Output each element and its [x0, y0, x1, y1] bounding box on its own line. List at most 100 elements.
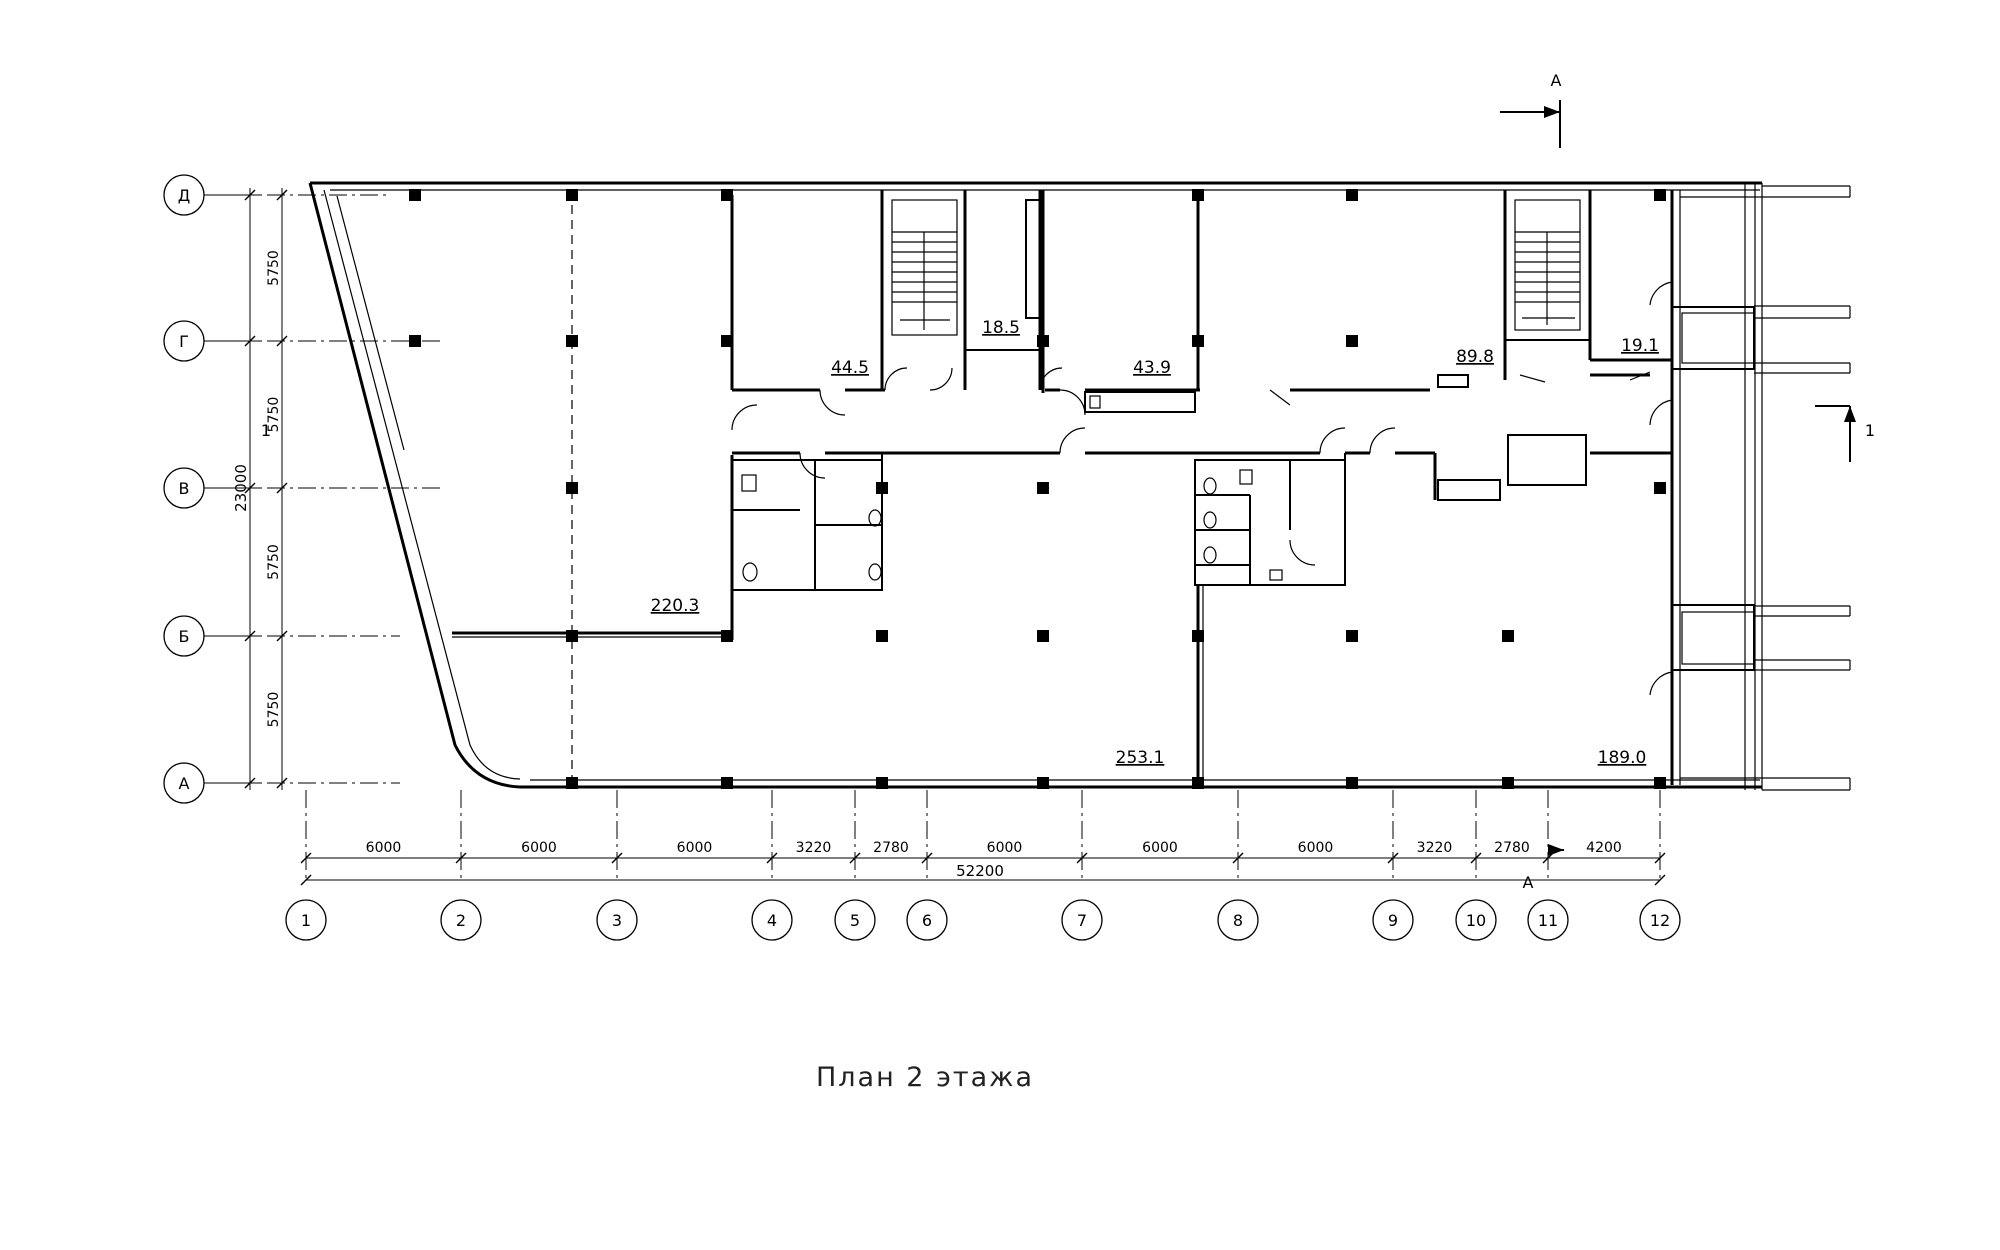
column-axis-label: 5 — [850, 911, 860, 930]
exterior-walls — [308, 181, 1762, 789]
structural-column — [1192, 189, 1204, 201]
column-axis-bubble: 7 — [1061, 899, 1103, 941]
column-axis-bubble: 4 — [751, 899, 793, 941]
row-axis-label: Д — [178, 186, 191, 205]
column-axis-label: 8 — [1233, 911, 1243, 930]
column-axis-bubble: 2 — [440, 899, 482, 941]
total-height-label: 23000 — [232, 464, 250, 512]
dimension-tick — [276, 777, 288, 789]
dimension-tick — [1387, 852, 1399, 864]
row-axis-bubble: Г — [163, 320, 260, 362]
grid-lines — [205, 194, 1661, 880]
bay-dimension-label: 6000 — [521, 840, 557, 856]
vertical-dimension-lines — [249, 188, 283, 790]
row-axis-label: Г — [179, 332, 189, 351]
structural-column — [721, 189, 733, 201]
section-marker-1: 1 1 — [261, 405, 1875, 462]
column-axis-label: 9 — [1388, 911, 1398, 930]
structural-column — [876, 482, 888, 494]
column-axis-bubble: 1 — [285, 899, 327, 941]
column-axis-label: 4 — [767, 911, 777, 930]
drawing-title: План 2 этажа — [815, 1062, 1035, 1093]
structural-column — [1037, 482, 1049, 494]
staircase-1 — [891, 199, 958, 336]
dimension-tick — [276, 335, 288, 347]
structural-column — [409, 189, 421, 201]
room-area-labels: 220.3 253.1 44.5 18.5 43.9 89.8 19.1 189… — [651, 318, 1659, 768]
structural-column — [721, 335, 733, 347]
staircase-2 — [1514, 199, 1581, 331]
doors — [731, 367, 1651, 566]
dimension-tick — [276, 482, 288, 494]
bay-dimension-label: 3220 — [796, 840, 832, 856]
room-area-label: 253.1 — [1116, 748, 1165, 768]
room-area-label: 18.5 — [982, 318, 1020, 338]
row-axis-bubble: Б — [163, 615, 260, 657]
dimension-tick — [849, 852, 861, 864]
interior-walls — [452, 190, 1672, 787]
structural-column — [721, 630, 733, 642]
structural-column — [1346, 777, 1358, 789]
structural-column — [1192, 630, 1204, 642]
total-length-label: 52200 — [956, 862, 1004, 880]
structural-column — [1346, 630, 1358, 642]
room-area-label: 19.1 — [1621, 336, 1659, 356]
column-axis-bubble: 8 — [1217, 899, 1259, 941]
column-axis-bubble: 9 — [1372, 899, 1414, 941]
room-area-label: 189.0 — [1598, 748, 1647, 768]
horizontal-dimension-lines — [306, 857, 1660, 881]
row-dimension-label: 5750 — [266, 544, 282, 580]
dimension-tick — [276, 630, 288, 642]
dimension-tick — [300, 852, 312, 864]
column-axis-label: 2 — [456, 911, 466, 930]
row-dimension-label: 5750 — [266, 250, 282, 286]
section-label-a-top: А — [1551, 71, 1562, 90]
structural-column — [566, 630, 578, 642]
dimension-tick — [766, 852, 778, 864]
structural-column — [1346, 189, 1358, 201]
column-axis-label: 1 — [301, 911, 311, 930]
column-axis-label: 12 — [1650, 911, 1670, 930]
structural-column — [1037, 777, 1049, 789]
section-label-1-right: 1 — [1865, 421, 1875, 440]
structural-column — [409, 335, 421, 347]
column-axis-bubble: 3 — [596, 899, 638, 941]
column-axis-bubble: 5 — [834, 899, 876, 941]
bay-dimension-label: 6000 — [1142, 840, 1178, 856]
column-axis-label: 3 — [612, 911, 622, 930]
bay-dimension-label: 6000 — [366, 840, 402, 856]
row-dimension-label: 5750 — [266, 692, 282, 728]
dimension-tick — [611, 852, 623, 864]
right-canopy — [1649, 183, 1851, 791]
structural-column — [1192, 335, 1204, 347]
structural-column — [1654, 777, 1666, 789]
column-axis-bubble: 12 — [1639, 899, 1681, 941]
structural-column — [1346, 335, 1358, 347]
row-axis-bubble: Д — [163, 174, 260, 216]
room-area-label: 220.3 — [651, 596, 700, 616]
column-axis-label: 11 — [1538, 911, 1558, 930]
row-axis-label: Б — [179, 627, 190, 646]
dimension-tick — [1654, 874, 1666, 886]
section-label-1-left: 1 — [261, 421, 271, 440]
structural-column — [1037, 335, 1049, 347]
bay-dimension-label: 3220 — [1417, 840, 1453, 856]
structural-column — [1037, 630, 1049, 642]
dimension-tick — [276, 189, 288, 201]
column-axis-bubble: 10 — [1455, 899, 1497, 941]
dimension-tick — [1076, 852, 1088, 864]
structural-column — [566, 335, 578, 347]
column-axis-label: 6 — [922, 911, 932, 930]
structural-column — [1654, 189, 1666, 201]
structural-columns — [409, 189, 1666, 789]
section-marker-a-top: А — [1500, 71, 1562, 148]
bay-dimension-label: 6000 — [677, 840, 713, 856]
bay-dimension-label: 6000 — [1298, 840, 1334, 856]
structural-column — [1502, 777, 1514, 789]
room-area-label: 44.5 — [831, 358, 869, 378]
room-area-label: 89.8 — [1456, 347, 1494, 367]
